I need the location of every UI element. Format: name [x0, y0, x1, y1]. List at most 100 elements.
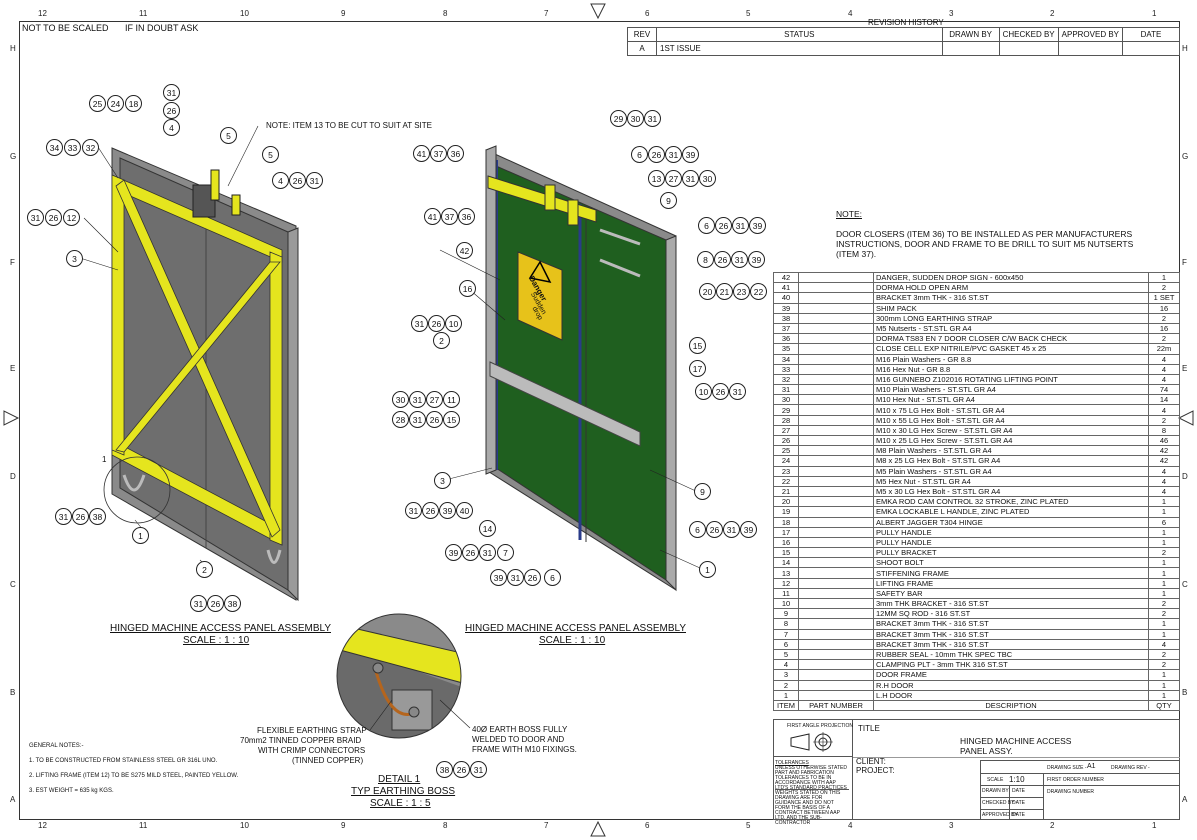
- detail-subtitle: TYP EARTHING BOSS: [351, 786, 456, 797]
- item-balloon: 39: [439, 502, 456, 519]
- general-note-1: 1. TO BE CONSTRUCTED FROM STAINLESS STEE…: [29, 758, 218, 764]
- rev-cell: A: [627, 41, 657, 56]
- drawing-info-box: DRAWING SIZE - A1 DRAWING REV - SCALE 1:…: [980, 760, 1180, 820]
- item-balloon: 37: [441, 208, 458, 225]
- item-balloon: 41: [413, 145, 430, 162]
- item-balloon: 36: [458, 208, 475, 225]
- zone-label-row: F: [10, 258, 15, 267]
- item-balloon: 21: [716, 283, 733, 300]
- project-label: PROJECT:: [856, 766, 895, 775]
- zone-label-col: 2: [1050, 821, 1055, 830]
- zone-label-col: 11: [139, 9, 148, 18]
- drawing-number-label: DRAWING NUMBER: [1047, 789, 1095, 795]
- zone-label-col: 7: [544, 821, 549, 830]
- note-line-1: DOOR CLOSERS (ITEM 36) TO BE INSTALLED A…: [836, 229, 1133, 239]
- item-balloon: 6: [631, 146, 648, 163]
- view2-title: HINGED MACHINE ACCESS PANEL ASSEMBLY: [465, 623, 686, 634]
- item-balloon: 26: [712, 383, 729, 400]
- item-balloon: 31: [190, 595, 207, 612]
- item-balloon: 23: [733, 283, 750, 300]
- date-label: DATE: [1012, 812, 1025, 818]
- zone-label-col: 5: [746, 821, 751, 830]
- item-balloon: 38: [224, 595, 241, 612]
- not-to-scale-note: NOT TO BE SCALED: [22, 23, 109, 33]
- zone-label-row: D: [1182, 472, 1188, 481]
- item-balloon: 26: [422, 502, 439, 519]
- zone-label-row: F: [1182, 258, 1187, 267]
- detail-marker-label: 1: [102, 455, 107, 464]
- item-balloon: 32: [82, 139, 99, 156]
- tolerances-text: UNLESS OTHERWISE STATED PART AND FABRICA…: [775, 765, 847, 791]
- drawing-size-label: DRAWING SIZE -: [1047, 765, 1087, 771]
- drawing-title-line-2: PANEL ASSY.: [960, 746, 1013, 756]
- leader-lines: [79, 125, 701, 731]
- zone-label-col: 1: [1152, 9, 1157, 18]
- item-balloon: 26: [462, 544, 479, 561]
- zone-label-col: 6: [645, 821, 650, 830]
- item-balloon: 15: [689, 337, 706, 354]
- item-balloon: 14: [479, 520, 496, 537]
- drawing-border: [19, 21, 1180, 820]
- boss-note-3: FRAME WITH M10 FIXINGS.: [472, 745, 577, 754]
- item-balloon: 9: [694, 483, 711, 500]
- item-balloon: 26: [428, 315, 445, 332]
- item-balloon: 5: [262, 146, 279, 163]
- note-heading: NOTE:: [836, 209, 862, 219]
- item-balloon: 22: [750, 283, 767, 300]
- item-balloon: 17: [689, 360, 706, 377]
- item-balloon: 7: [497, 544, 514, 561]
- drawn-by-label: DRAWN BY: [982, 788, 1009, 794]
- item-balloon: 11: [443, 391, 460, 408]
- item-balloon: 31: [682, 170, 699, 187]
- view2-panel-assembly: [485, 145, 677, 592]
- item-balloon: 26: [45, 209, 62, 226]
- item-balloon: 26: [289, 172, 306, 189]
- item-balloon: 30: [699, 170, 716, 187]
- if-in-doubt-note: IF IN DOUBT ASK: [125, 23, 199, 33]
- zone-label-row: A: [1182, 795, 1188, 804]
- item-balloon: 26: [72, 508, 89, 525]
- first-angle-projection-icon: [790, 732, 833, 752]
- item-balloon: 18: [125, 95, 142, 112]
- client-label: CLIENT:: [856, 757, 886, 766]
- item-balloon: 6: [689, 521, 706, 538]
- item-balloon: 8: [697, 251, 714, 268]
- drawing-rev-label: DRAWING REV -: [1111, 765, 1150, 771]
- item-balloon: 39: [749, 217, 766, 234]
- general-note-3: 3. EST WEIGHT = 635 kg KGS.: [29, 788, 114, 794]
- item-balloon: 26: [426, 411, 443, 428]
- zone-label-col: 9: [341, 821, 346, 830]
- title-label: TITLE: [858, 724, 880, 733]
- item-balloon: 31: [479, 544, 496, 561]
- item-balloon: 13: [648, 170, 665, 187]
- item-balloon: 36: [447, 145, 464, 162]
- item-balloon: 4: [163, 119, 180, 136]
- item-balloon: 20: [699, 283, 716, 300]
- zone-label-row: B: [1182, 688, 1188, 697]
- item-balloon: 27: [426, 391, 443, 408]
- item-balloon: 39: [682, 146, 699, 163]
- zone-label-row: A: [10, 795, 16, 804]
- item-balloon: 1: [132, 527, 149, 544]
- zone-label-col: 6: [645, 9, 650, 18]
- first-order-label: FIRST ORDER NUMBER: [1047, 777, 1104, 783]
- view2-scale: SCALE : 1 : 10: [539, 635, 606, 646]
- item-balloon: 31: [665, 146, 682, 163]
- weights-text: WEIGHTS STATED ON THIS DRAWING ARE FOR G…: [775, 789, 849, 826]
- item-balloon: 26: [163, 102, 180, 119]
- item-balloon: 39: [490, 569, 507, 586]
- divider: [1009, 785, 1010, 820]
- item13-note: NOTE: ITEM 13 TO BE CUT TO SUIT AT SITE: [266, 121, 432, 130]
- zone-label-row: E: [1182, 364, 1188, 373]
- item-balloon: 28: [392, 411, 409, 428]
- view1-panel-assembly: [103, 147, 299, 602]
- item-balloon: 26: [706, 521, 723, 538]
- item-balloon: 38: [89, 508, 106, 525]
- item-balloon: 31: [731, 251, 748, 268]
- zone-label-row: G: [10, 152, 17, 161]
